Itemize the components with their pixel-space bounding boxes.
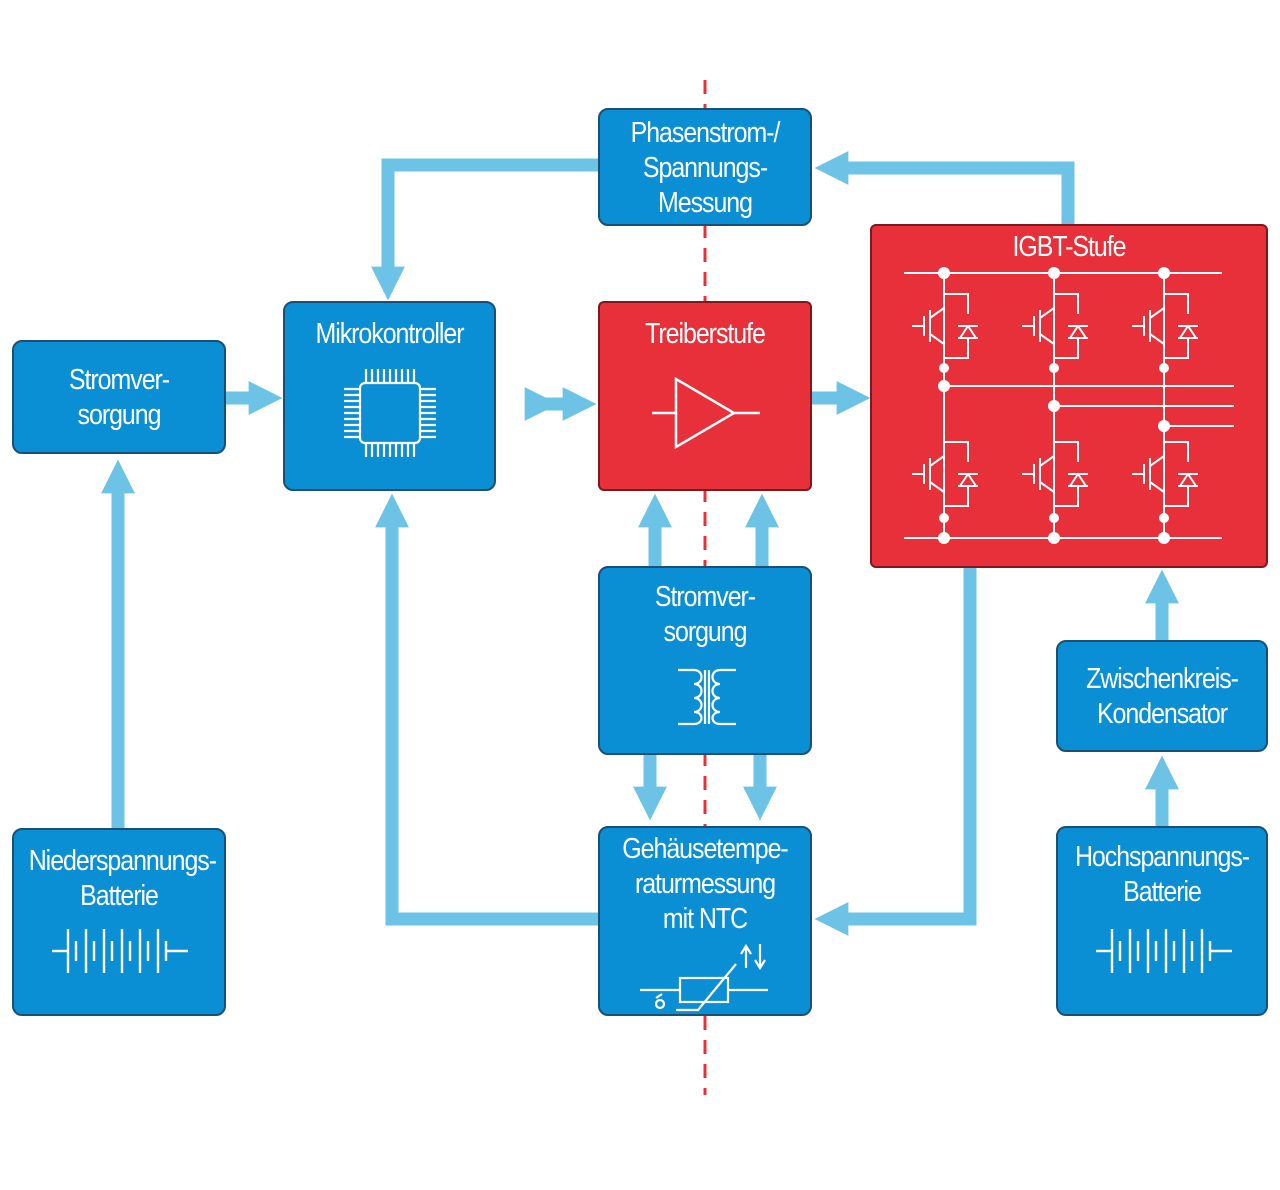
block-label-line: Spannungs- <box>642 152 768 184</box>
block-label-line: Stromver- <box>654 581 756 613</box>
block-label-line: IGBT-Stufe <box>1012 231 1126 263</box>
arrow-igbt-to-gehaeuse <box>814 568 977 936</box>
stromversorgung-block-center: Stromver- sorgung <box>598 566 812 755</box>
hochspannungs-batterie-block: Hochspannungs- Batterie <box>1056 826 1268 1016</box>
zwischenkreis-kondensator-block: Zwischenkreis- Kondensator <box>1056 640 1268 752</box>
ntc-thermistor-icon <box>640 943 768 1012</box>
gehaeusetemperaturmessung-block: Gehäusetempe- raturmessung mit NTC <box>598 826 812 1016</box>
treiberstufe-block: Treiberstufe <box>598 301 812 491</box>
chip-icon <box>344 369 436 457</box>
block-label-line: sorgung <box>663 616 748 648</box>
block-label-line: Phasenstrom-/ <box>630 117 781 149</box>
block-label-line: sorgung <box>77 399 162 431</box>
arrow-igbt-to-phasenstrom <box>814 151 1075 224</box>
igbt-stufe-block: IGBT-Stufe <box>870 224 1268 568</box>
arrow-phasenstrom-to-mikrokontroller <box>371 158 598 301</box>
phasenstrom-messung-block: Phasenstrom-/ Spannungs- Messung <box>598 108 812 226</box>
block-label-line: Messung <box>658 187 753 219</box>
block-label-line: Kondensator <box>1096 698 1228 730</box>
arrow-gehaeuse-to-mikrokontroller <box>375 493 598 926</box>
block-label-line: Niederspannungs- <box>28 845 217 877</box>
block-label-line: mit NTC <box>662 903 748 935</box>
block-label-line: Zwischenkreis- <box>1086 663 1239 695</box>
stromversorgung-block-left: Stromver- sorgung <box>12 340 226 454</box>
battery-icon <box>1096 929 1232 973</box>
block-label-line: Stromver- <box>68 364 170 396</box>
battery-icon <box>52 929 188 973</box>
block-label-line: raturmessung <box>634 868 776 900</box>
block-label-line: Hochspannungs- <box>1074 841 1250 873</box>
igbt-bridge-icon <box>904 267 1234 544</box>
niederspannungs-batterie-block: Niederspannungs- Batterie <box>12 828 226 1016</box>
block-label-line: Gehäusetempe- <box>622 833 788 865</box>
block-label-line: Treiberstufe <box>645 318 766 350</box>
amplifier-icon <box>652 376 760 450</box>
mikrokontroller-block: Mikrokontroller <box>283 301 496 491</box>
block-label-line: Batterie <box>1123 876 1202 908</box>
transformer-icon <box>678 668 736 726</box>
block-label-line: Batterie <box>80 880 159 912</box>
block-label-line: Mikrokontroller <box>315 318 464 350</box>
